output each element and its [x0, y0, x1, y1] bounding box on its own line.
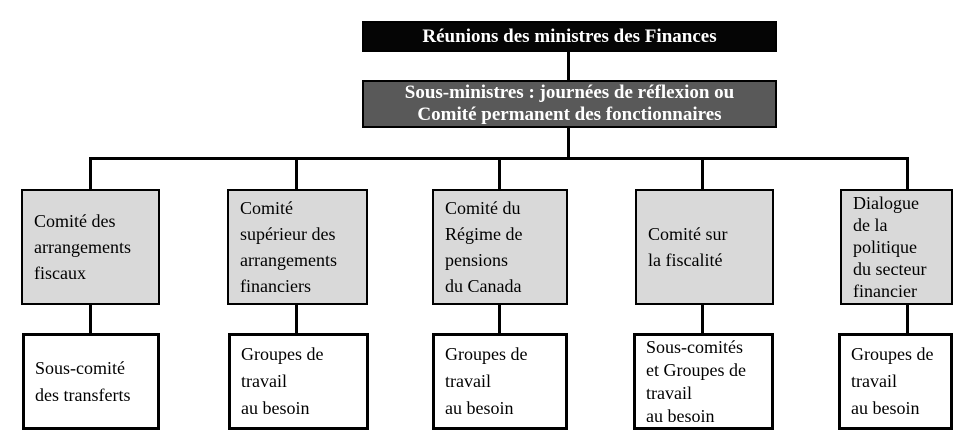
connector-deputy-bus — [567, 128, 570, 159]
connector-sub-2 — [295, 304, 298, 334]
committee-node-1: Comité des arrangements fiscaux — [21, 189, 160, 305]
connector-sub-3 — [498, 304, 501, 334]
connector-drop-1 — [89, 157, 92, 190]
connector-sub-5 — [906, 304, 909, 334]
connector-drop-3 — [498, 157, 501, 190]
subgroup-node-2: Groupes de travail au besoin — [228, 333, 369, 430]
connector-drop-5 — [906, 157, 909, 190]
committee-node-3: Comité du Régime de pensions du Canada — [432, 189, 568, 305]
committee-node-4: Comité sur la fiscalité — [635, 189, 774, 305]
connector-drop-4 — [701, 157, 704, 190]
deputy-node: Sous-ministres : journées de réflexion o… — [362, 80, 777, 128]
subgroup-node-3: Groupes de travail au besoin — [432, 333, 568, 430]
connector-drop-2 — [295, 157, 298, 190]
connector-root-deputy — [567, 52, 570, 81]
connector-sub-1 — [89, 304, 92, 334]
subgroup-node-5: Groupes de travail au besoin — [838, 333, 953, 430]
subgroup-node-4: Sous-comités et Groupes de travail au be… — [633, 333, 774, 430]
committee-node-2: Comité supérieur des arrangements financ… — [227, 189, 368, 305]
connector-sub-4 — [701, 304, 704, 334]
root-node: Réunions des ministres des Finances — [362, 21, 777, 52]
committee-node-5: Dialogue de la politique du secteur fina… — [840, 189, 953, 305]
subgroup-node-1: Sous-comité des transferts — [22, 333, 160, 430]
